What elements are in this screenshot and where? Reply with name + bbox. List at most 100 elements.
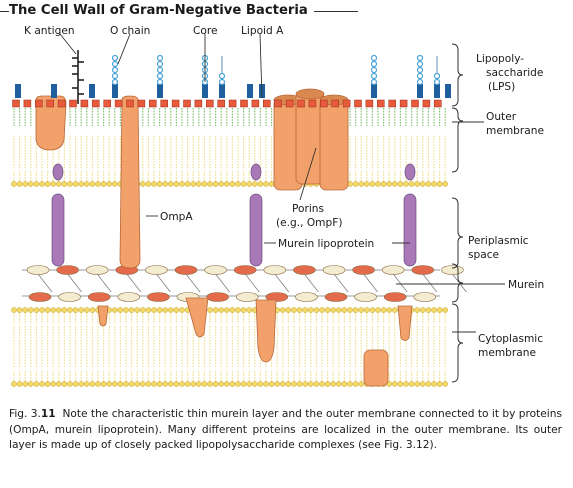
lipid-head xyxy=(11,307,17,313)
lipid-head xyxy=(44,307,51,313)
o-chain-bead xyxy=(416,66,424,74)
lps-head xyxy=(149,99,157,108)
lipid-head xyxy=(156,181,163,187)
lipid-head xyxy=(207,381,213,387)
lipid-head xyxy=(123,307,129,313)
lipid-head xyxy=(397,181,404,187)
lps-head xyxy=(320,99,328,108)
lipid-head xyxy=(352,307,359,313)
lipid-head xyxy=(380,181,387,187)
core-block xyxy=(112,84,118,98)
lipid-head xyxy=(380,307,387,313)
lipid-head xyxy=(391,181,398,187)
lps-head xyxy=(12,99,20,108)
o-chain-bead xyxy=(370,78,378,86)
lipid-head xyxy=(419,307,426,313)
lipid-head xyxy=(61,381,68,387)
lipid-head xyxy=(229,181,236,187)
lipid-head xyxy=(100,381,107,387)
lipid-head xyxy=(268,381,275,387)
lipid-head xyxy=(111,307,118,313)
lipid-head xyxy=(414,181,421,187)
lipid-head xyxy=(324,381,331,387)
cytoplasmic-protein xyxy=(97,305,109,327)
lipid-head xyxy=(369,307,376,313)
lipid-head xyxy=(442,381,449,387)
murein-unit xyxy=(295,292,318,302)
outer-membrane-protein xyxy=(35,95,67,151)
o-chain-bead xyxy=(218,78,226,86)
murein-crosslink xyxy=(392,273,408,293)
murein-crosslink xyxy=(185,273,201,293)
murein-unit xyxy=(441,265,464,275)
lipid-head xyxy=(296,381,303,387)
lipid-head xyxy=(89,307,96,313)
murein-unit xyxy=(383,292,407,302)
lps-head xyxy=(240,99,248,108)
lipid-head xyxy=(201,181,208,187)
lipid-head xyxy=(436,381,443,387)
lipid-head xyxy=(195,181,202,187)
murein-unit xyxy=(58,292,81,302)
lipid-head xyxy=(83,307,90,313)
label-outer-line1: Outer xyxy=(486,111,517,123)
lipid-head xyxy=(55,181,62,187)
lps-head xyxy=(206,99,214,108)
lipid-head xyxy=(229,307,236,313)
lipid-head xyxy=(151,381,157,387)
murein-crosslink xyxy=(215,273,230,293)
membrane-lipids xyxy=(11,108,449,387)
o-chain-bead xyxy=(111,66,119,74)
murein-unit xyxy=(293,265,316,275)
lipid-head xyxy=(352,381,359,387)
lipid-head xyxy=(235,381,241,387)
lipid-head xyxy=(156,307,163,313)
lipid-head xyxy=(274,381,281,387)
lipid-head xyxy=(235,181,241,187)
murein-unit xyxy=(381,265,405,275)
lipid-head xyxy=(83,381,90,387)
label-core: Core xyxy=(193,25,218,37)
porin-opening xyxy=(295,88,325,100)
lipid-head xyxy=(375,181,381,187)
lps-head xyxy=(285,99,294,108)
core-block xyxy=(445,84,451,98)
lipid-head xyxy=(347,307,353,313)
o-chain-bead xyxy=(416,54,424,62)
cytoplasmic-protein xyxy=(363,349,389,387)
lipid-head xyxy=(139,381,146,387)
lipid-head xyxy=(16,381,23,387)
lipid-head xyxy=(162,381,169,387)
lipid-head xyxy=(33,381,40,387)
lipid-head xyxy=(363,307,370,313)
lipid-head xyxy=(218,381,225,387)
lipid-head xyxy=(162,307,169,313)
core-block xyxy=(89,84,95,98)
lipid-head xyxy=(179,381,185,387)
murein-lipoprotein xyxy=(403,193,417,267)
lipid-head xyxy=(151,307,157,313)
lipid-head xyxy=(246,307,253,313)
o-chain-bead xyxy=(370,66,378,74)
murein-unit xyxy=(263,265,287,275)
lipid-head xyxy=(134,307,141,313)
murein-crosslink xyxy=(274,273,290,293)
caption-fig-number: 11 xyxy=(40,408,56,420)
lipid-head xyxy=(442,181,449,187)
o-chain-bead xyxy=(416,60,424,68)
lipid-head xyxy=(111,181,118,187)
lipid-head xyxy=(128,307,135,313)
lipid-head xyxy=(139,307,146,313)
lipid-head xyxy=(55,381,62,387)
lipid-head xyxy=(257,381,264,387)
lps-head xyxy=(263,99,271,108)
murein-crosslink xyxy=(126,273,142,293)
lipid-head xyxy=(67,381,73,387)
lipid-head xyxy=(117,381,124,387)
lipid-head xyxy=(240,181,247,187)
lipid-head xyxy=(341,381,348,387)
lps-head xyxy=(126,99,134,108)
lipid-head xyxy=(117,307,124,313)
lipid-head xyxy=(251,381,258,387)
